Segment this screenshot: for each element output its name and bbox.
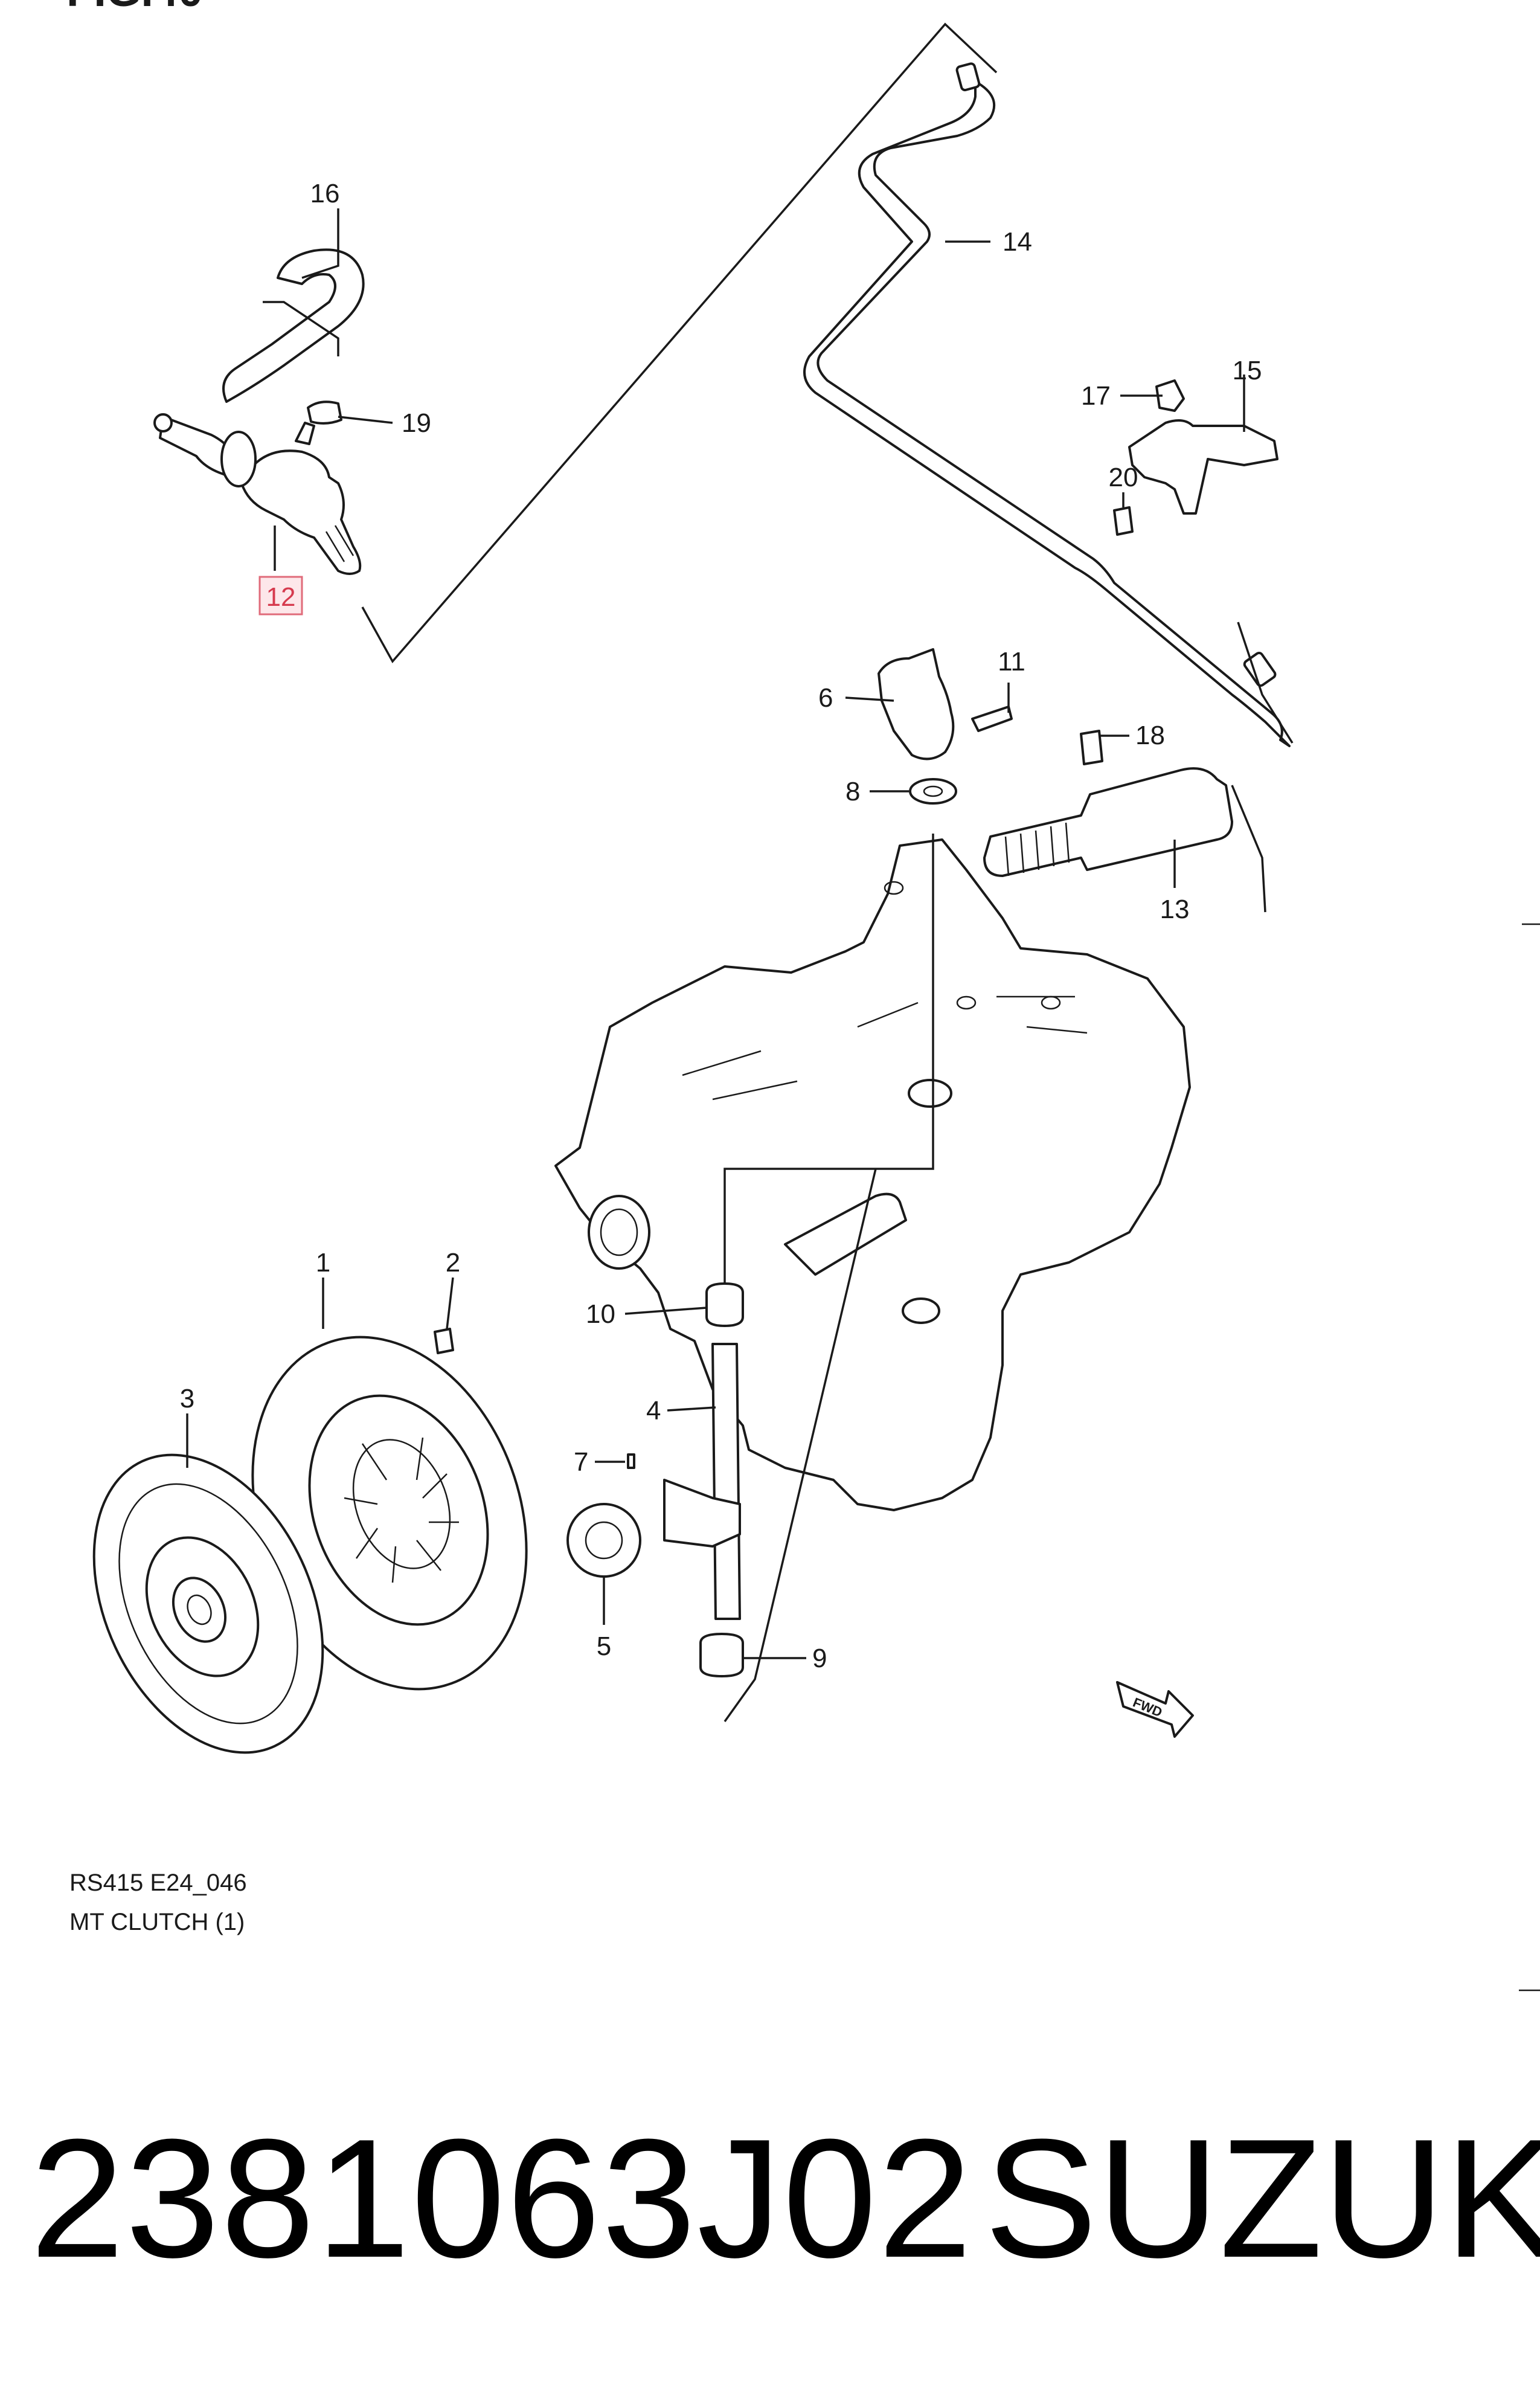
release-bearing-bore (585, 1521, 623, 1560)
callout-7: 7 (574, 1447, 588, 1477)
callout-1: 1 (316, 1248, 330, 1278)
fork-lever-group (877, 648, 1013, 805)
clutch-disc-facing-edge (118, 1483, 298, 1725)
leader-4 (667, 1406, 716, 1412)
cover-bolt (434, 1328, 454, 1354)
figure-title: FIG.40 (66, 0, 203, 16)
release-cylinder (983, 767, 1233, 877)
leader-10 (624, 1307, 707, 1315)
callout-2: 2 (446, 1248, 460, 1278)
clutch-disc-hub (172, 1577, 227, 1643)
bracket-bolt (1113, 506, 1134, 536)
washer-hole (923, 785, 943, 797)
bracket-clip (1155, 379, 1185, 412)
brand-name: SUZUKI (984, 2104, 1540, 2293)
fork-shaft-boss (908, 1079, 952, 1108)
housing-bolt-hole-1 (956, 995, 977, 1010)
callout-9: 9 (812, 1644, 827, 1673)
callout-12: 12 (266, 582, 296, 612)
master-cylinder (159, 416, 362, 575)
input-shaft (784, 1192, 907, 1276)
fork-shaft-leader (723, 834, 934, 1305)
clutch-cover-inner (308, 1394, 489, 1626)
pipe-flare-nut-top (955, 62, 981, 92)
bell-housing-bore-inner (600, 1208, 638, 1256)
diagram-sheet: FIG.40 (66, 0, 1540, 1992)
upper-bush (705, 1282, 744, 1327)
hose-clamp (307, 400, 342, 425)
diagram-code: RS415 E24_046 (69, 1870, 247, 1896)
fork-shaft-lower-boss (902, 1297, 940, 1324)
callout-16: 16 (310, 179, 340, 208)
forward-arrow-icon: FWD (1116, 1681, 1194, 1738)
leader-19 (338, 416, 393, 424)
release-cylinder-group (983, 730, 1266, 913)
outlet-ribs (325, 525, 355, 562)
clutch-pipe-group (361, 22, 1294, 747)
pipe-end-leader (1237, 622, 1294, 744)
master-cylinder-inlet (295, 422, 315, 445)
edge-marks (1519, 923, 1540, 1992)
release-fork (663, 1479, 741, 1548)
leader-16 (301, 208, 339, 279)
housing-bolt-hole-3 (884, 881, 904, 895)
release-bearing (566, 1503, 641, 1578)
clutch-disc-group (92, 1453, 324, 1754)
callout-3: 3 (180, 1384, 194, 1413)
bleeder-bolt (1080, 730, 1103, 765)
pushrod-clevis (153, 413, 173, 432)
clutch-cover-group (251, 1328, 528, 1691)
clutch-disc-spline (187, 1594, 212, 1625)
release-fork-shaft (711, 1343, 741, 1620)
transmission-case (554, 834, 1191, 1723)
reservoir-hose (222, 248, 365, 403)
callout-13: 13 (1160, 895, 1190, 924)
callout-17: 17 (1081, 381, 1111, 411)
diagram-name: MT CLUTCH (1) (69, 1909, 245, 1935)
callout-4: 4 (646, 1396, 661, 1426)
footer (0, 1993, 1540, 2392)
exploded-parts-diagram: FIG.40 (66, 0, 1540, 1992)
callout-5: 5 (597, 1632, 611, 1661)
part-number: 2381063J02 (30, 2104, 974, 2293)
master-cylinder-flange (220, 431, 257, 487)
callout-labels: 16 19 12 14 15 17 20 11 6 18 8 13 10 4 7… (180, 179, 1262, 1673)
leader-2 (446, 1277, 454, 1329)
callout-18: 18 (1135, 721, 1165, 750)
lever-bolt (971, 706, 1013, 732)
washer (909, 778, 957, 805)
release-cylinder-boot (1004, 822, 1070, 876)
callout-leaders (186, 208, 1176, 1659)
callout-11: 11 (998, 647, 1025, 677)
housing-bolt-hole-2 (1041, 995, 1061, 1010)
pipe-bracket-group (1113, 375, 1279, 536)
diaphragm-spring (352, 1439, 451, 1569)
clutch-pipe (803, 80, 1291, 747)
lower-bush (699, 1633, 744, 1677)
master-cylinder-group (153, 248, 365, 575)
housing-ribs (682, 995, 1088, 1101)
release-pin (627, 1453, 635, 1469)
callout-12-highlight (258, 576, 303, 616)
callout-10: 10 (586, 1299, 615, 1329)
gearbox-housing (554, 838, 1191, 1511)
diaphragm-fingers (344, 1437, 459, 1583)
pipe-flare-nut-bottom (1243, 651, 1277, 687)
leader-6 (845, 696, 894, 702)
callout-19: 19 (402, 408, 431, 438)
fork-shaft-leader-diagonal (723, 1168, 877, 1723)
callout-6: 6 (818, 683, 833, 713)
pipe-bracket (1128, 419, 1279, 515)
callout-14: 14 (1003, 227, 1032, 257)
callout-20: 20 (1109, 463, 1138, 492)
bell-housing-bore (588, 1195, 650, 1270)
pipe-leader-line (361, 22, 998, 664)
release-lever (877, 648, 955, 760)
hose-bracket-line (263, 301, 339, 356)
release-cylinder-leader (1231, 785, 1266, 913)
callout-15: 15 (1233, 356, 1262, 385)
callout-8: 8 (845, 777, 860, 806)
